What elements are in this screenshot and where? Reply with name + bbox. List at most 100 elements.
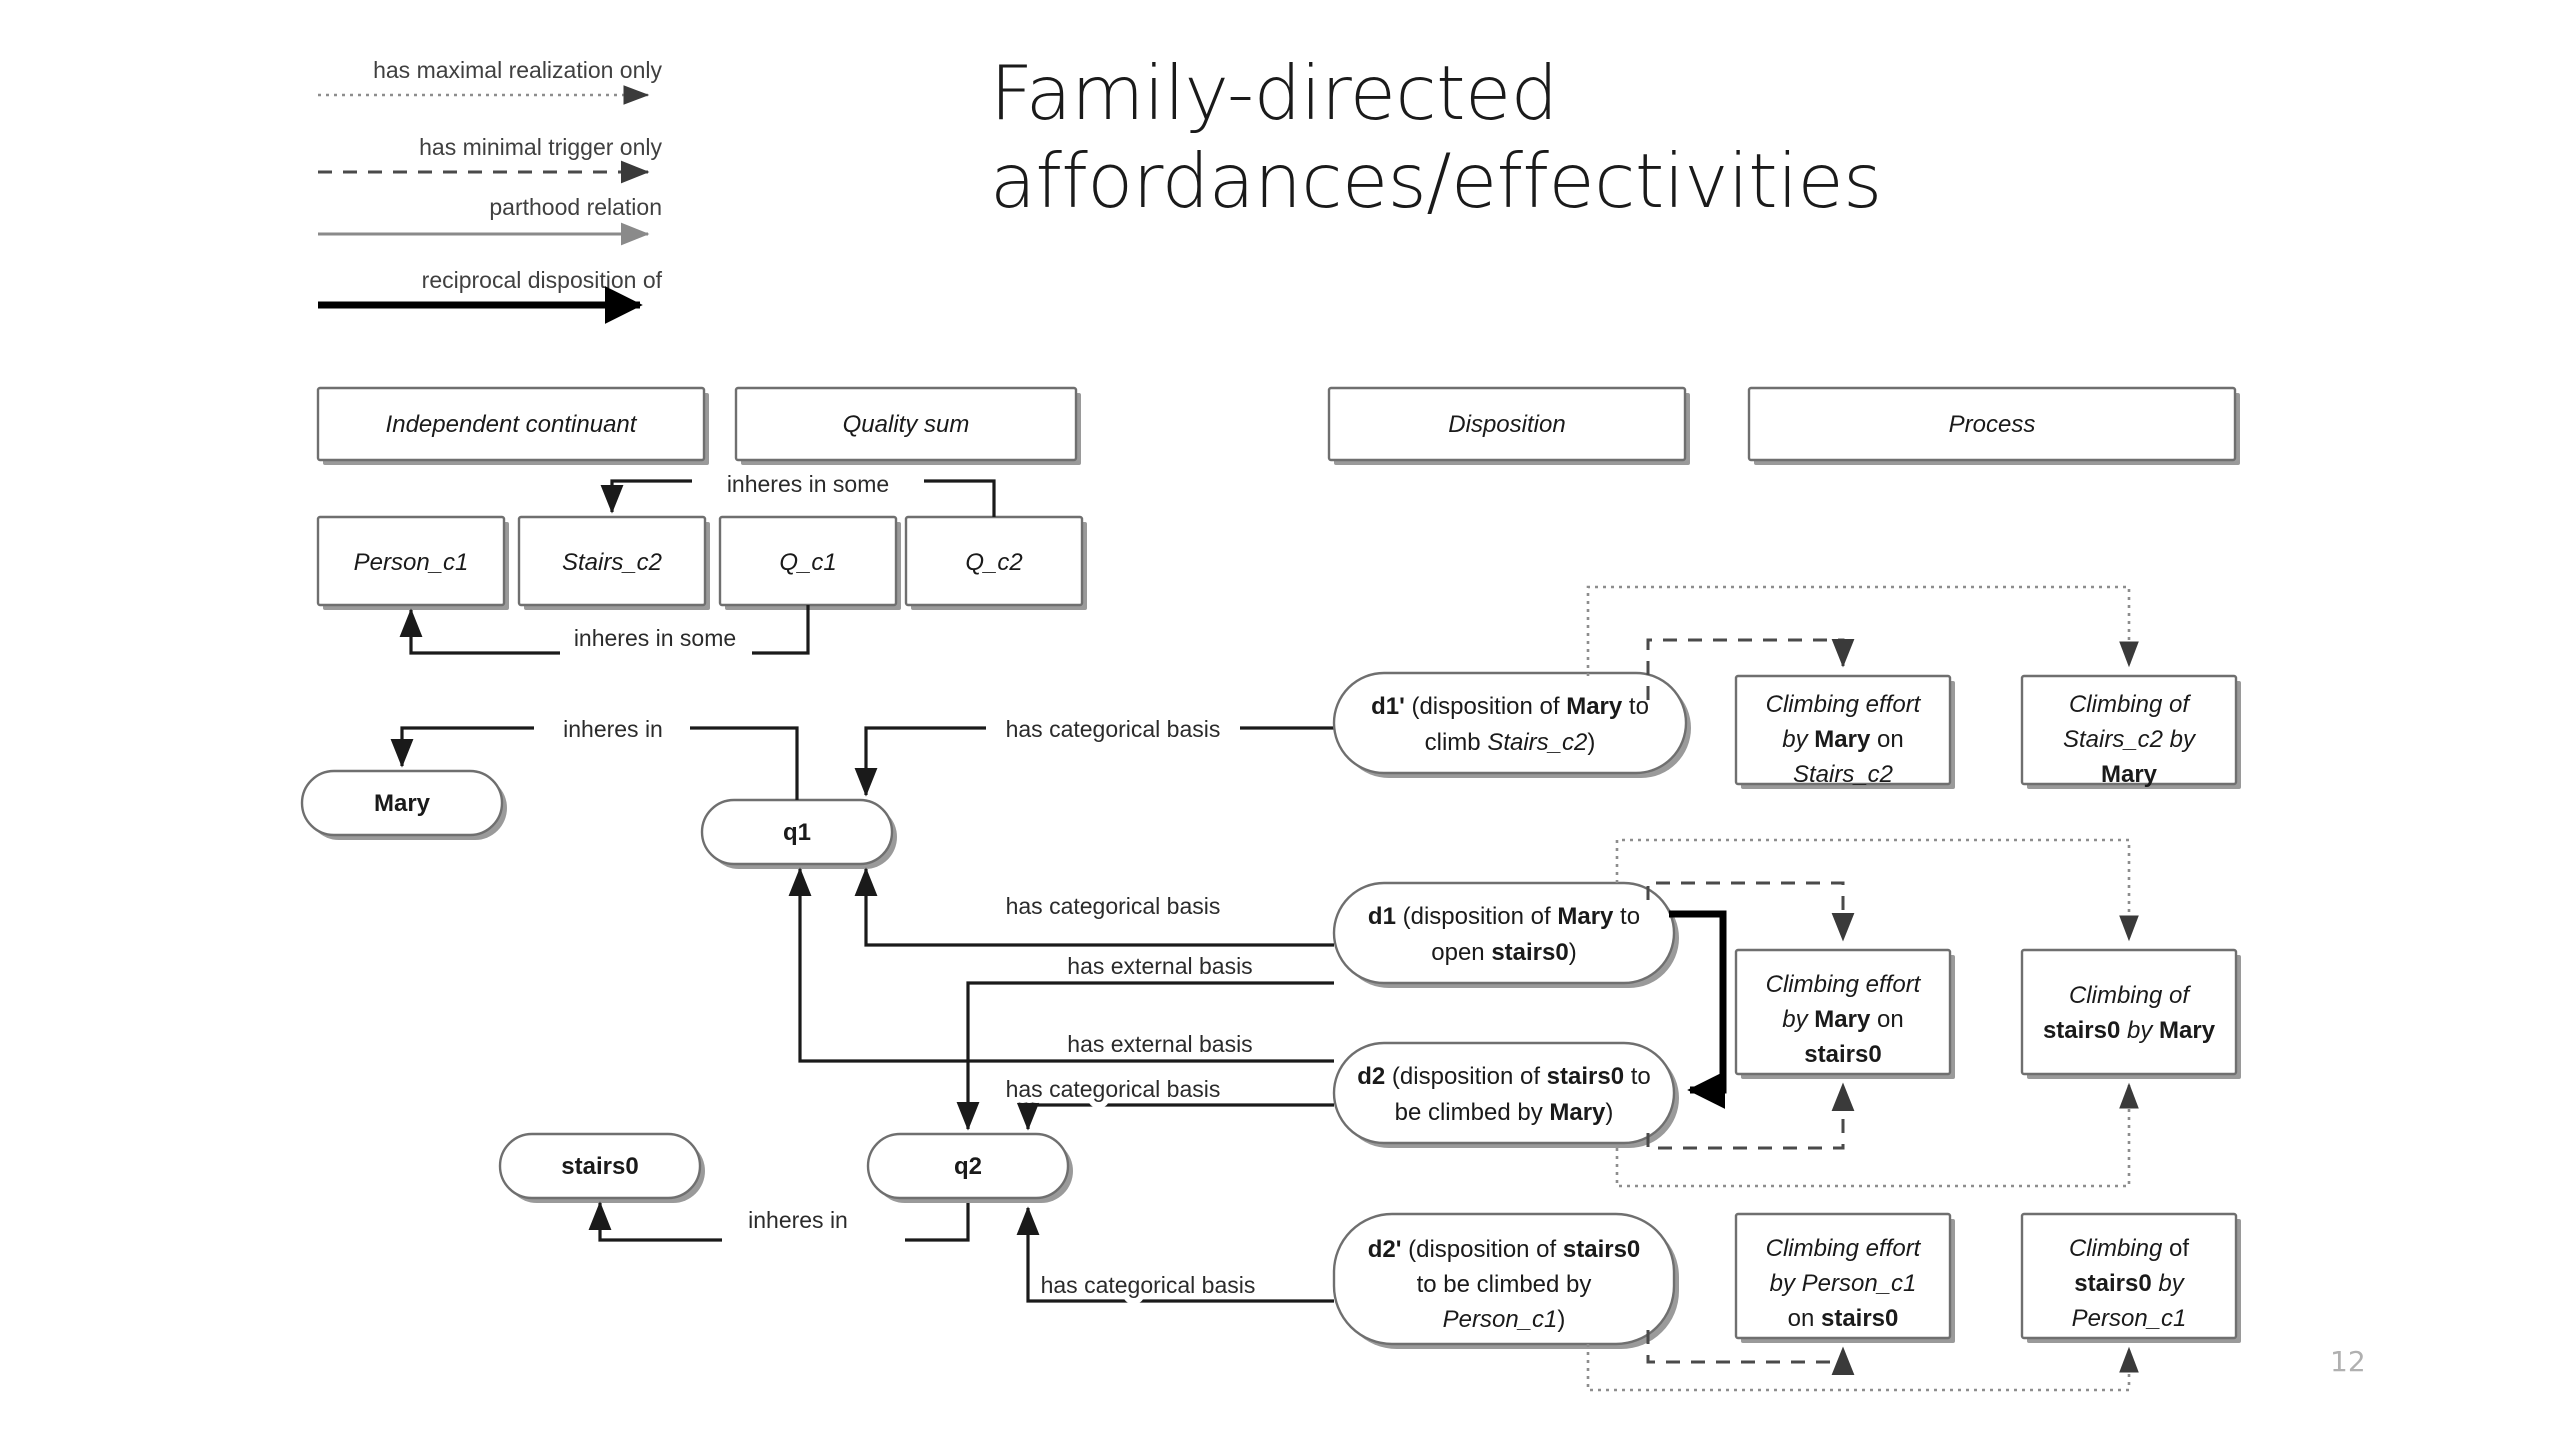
class-node-label: Stairs_c2 [562, 549, 662, 576]
category-label: Independent continuant [386, 411, 638, 438]
slide-title: Family-directed affordances/effectivitie… [990, 49, 2150, 226]
instance-node-label: q2 [954, 1153, 982, 1180]
edge-d1-to-q2-external-basis [956, 981, 1334, 1131]
process-box-climbing-effort-mary-stairs0[interactable]: Climbing effort by Mary on stairs0 [1734, 948, 1955, 1079]
edge-d1-max-realization [1615, 838, 2139, 942]
edge-q2-to-stairs0-seg1 [905, 1203, 970, 1242]
edge-d1-to-q1-arrow [854, 867, 1334, 947]
class-node-label: Q_c1 [779, 549, 836, 576]
edge-label-text: inheres in [748, 1207, 848, 1233]
slide-title-line-2: affordances/effectivities [990, 136, 1882, 225]
edge-q_c1-inheres-in-some [752, 605, 810, 655]
edge-label-halo: inheres in some [574, 625, 736, 651]
class-node-q_c2[interactable]: Q_c2 [904, 515, 1087, 610]
process-line: Stairs_c2 by [2063, 726, 2197, 753]
disposition-node-d2[interactable]: d2 (disposition of stairs0 to be climbed… [1332, 1041, 1679, 1148]
disposition-line: d2' (disposition of stairs0 [1368, 1236, 1641, 1263]
edge-label-text: inheres in some [574, 625, 736, 651]
edge-d1p-to-q1-arrow [854, 726, 986, 797]
edge-label-halo: inheres in [748, 1207, 848, 1233]
disposition-nodes: d1' (disposition of Mary to climb Stairs… [1332, 671, 1691, 1349]
category-box-independent-continuant[interactable]: Independent continuant [316, 386, 709, 465]
instance-node-q1[interactable]: q1 [700, 798, 897, 869]
edge-label-halo: has external basis [1067, 953, 1252, 979]
edge-label-halo: inheres in some [727, 471, 889, 497]
process-box-climbing-of-stairs_c2-by-mary[interactable]: Climbing of Stairs_c2 by Mary [2020, 674, 2241, 789]
process-line: by Mary on [1782, 726, 1903, 753]
category-box-process[interactable]: Process [1747, 386, 2240, 465]
process-line: Climbing of [2069, 982, 2191, 1009]
legend-item-parthood-relation: parthood relation [318, 194, 662, 246]
edge-arrow-person_c1 [399, 608, 560, 655]
edge-d2-to-q2-arrow [1016, 1101, 1334, 1131]
category-label: Process [1949, 411, 2036, 438]
disposition-line: open stairs0) [1431, 939, 1576, 966]
edge-label-text: has categorical basis [1041, 1272, 1256, 1298]
edge-label-text: has categorical basis [1006, 893, 1221, 919]
process-line: by Mary on [1782, 1006, 1903, 1033]
instance-node-q2[interactable]: q2 [866, 1132, 1073, 1203]
process-line: Stairs_c2 [1793, 761, 1893, 788]
process-line: Mary [2101, 761, 2158, 788]
instance-node-label: q1 [783, 819, 811, 846]
class-node-person_c1[interactable]: Person_c1 [316, 515, 509, 610]
page-number: 12 [2330, 1345, 2366, 1378]
class-node-q_c1[interactable]: Q_c1 [718, 515, 901, 610]
category-boxes: Independent continuant Quality sum Dispo… [316, 386, 2240, 465]
process-box-climbing-effort-person_c1-stairs0[interactable]: Climbing effort by Person_c1 on stairs0 [1734, 1212, 1955, 1343]
disposition-line: climb Stairs_c2) [1425, 729, 1596, 756]
process-box-climbing-of-stairs0-by-person_c1[interactable]: Climbing of stairs0 by Person_c1 [2020, 1212, 2241, 1343]
disposition-line: d1' (disposition of Mary to [1371, 693, 1649, 720]
legend-item-has-maximal-realization-only: has maximal realization only [318, 57, 662, 105]
category-label: Disposition [1448, 411, 1565, 438]
edge-label-text: inheres in some [727, 471, 889, 497]
process-box-climbing-effort-mary-stairs_c2[interactable]: Climbing effort by Mary on Stairs_c2 [1734, 674, 1955, 789]
instance-nodes: Mary q1 stairs0 q2 [300, 769, 1073, 1203]
edge-label-halo: has categorical basis [1006, 1076, 1221, 1102]
edge-arrow-stairs_c2 [600, 479, 692, 514]
category-box-disposition[interactable]: Disposition [1327, 386, 1690, 465]
disposition-line: be climbed by Mary) [1395, 1099, 1614, 1126]
edge-d1p-max-realization [1586, 585, 2139, 676]
edge-label-halo: has categorical basis [1006, 716, 1221, 742]
edge-d1p-min-trigger [1646, 638, 1855, 700]
relation-edges [390, 726, 1334, 1303]
edge-d2-min-trigger [1646, 1082, 1855, 1150]
class-node-label: Q_c2 [965, 549, 1022, 576]
edge-reciprocal-disposition-d1-d2 [1669, 910, 1727, 1109]
process-line: Climbing effort [1766, 971, 1922, 998]
instance-node-mary[interactable]: Mary [300, 769, 507, 840]
instance-node-label: stairs0 [561, 1153, 638, 1180]
category-box-quality-sum[interactable]: Quality sum [734, 386, 1081, 465]
process-line: stairs0 by [2074, 1270, 2185, 1297]
legend: has maximal realization only has minimal… [318, 57, 663, 324]
process-line: Climbing of [2069, 691, 2191, 718]
edge-d2p-min-trigger [1646, 1330, 1855, 1375]
edge-d2-to-q1-external-basis [788, 867, 1334, 1063]
instance-node-stairs0[interactable]: stairs0 [498, 1132, 705, 1203]
edge-label-halo: inheres in [563, 716, 663, 742]
legend-label: has minimal trigger only [419, 134, 662, 160]
process-line: stairs0 by Mary [2043, 1017, 2216, 1044]
edge-d2-max-realization [1615, 1082, 2139, 1188]
process-boxes: Climbing effort by Mary on Stairs_c2 Cli… [1734, 674, 2241, 1343]
legend-label: reciprocal disposition of [422, 267, 663, 293]
disposition-node-d2prime[interactable]: d2' (disposition of stairs0 to be climbe… [1332, 1212, 1679, 1349]
disposition-node-d1prime[interactable]: d1' (disposition of Mary to climb Stairs… [1332, 671, 1691, 778]
disposition-node-d1[interactable]: d1 (disposition of Mary to open stairs0) [1332, 881, 1679, 988]
process-box-climbing-of-stairs0-by-mary[interactable]: Climbing of stairs0 by Mary [2020, 948, 2241, 1079]
legend-item-reciprocal-disposition-of: reciprocal disposition of [318, 267, 663, 324]
edge-label-text: has external basis [1067, 953, 1252, 979]
process-line: Climbing effort [1766, 691, 1922, 718]
disposition-line: Person_c1) [1443, 1306, 1566, 1333]
maximal-realization-edges [1586, 585, 2139, 1392]
slide-title-line-1: Family-directed [990, 49, 1558, 137]
process-line: by Person_c1 [1770, 1270, 1917, 1297]
edge-label-text: inheres in [563, 716, 663, 742]
class-node-stairs_c2[interactable]: Stairs_c2 [517, 515, 710, 610]
